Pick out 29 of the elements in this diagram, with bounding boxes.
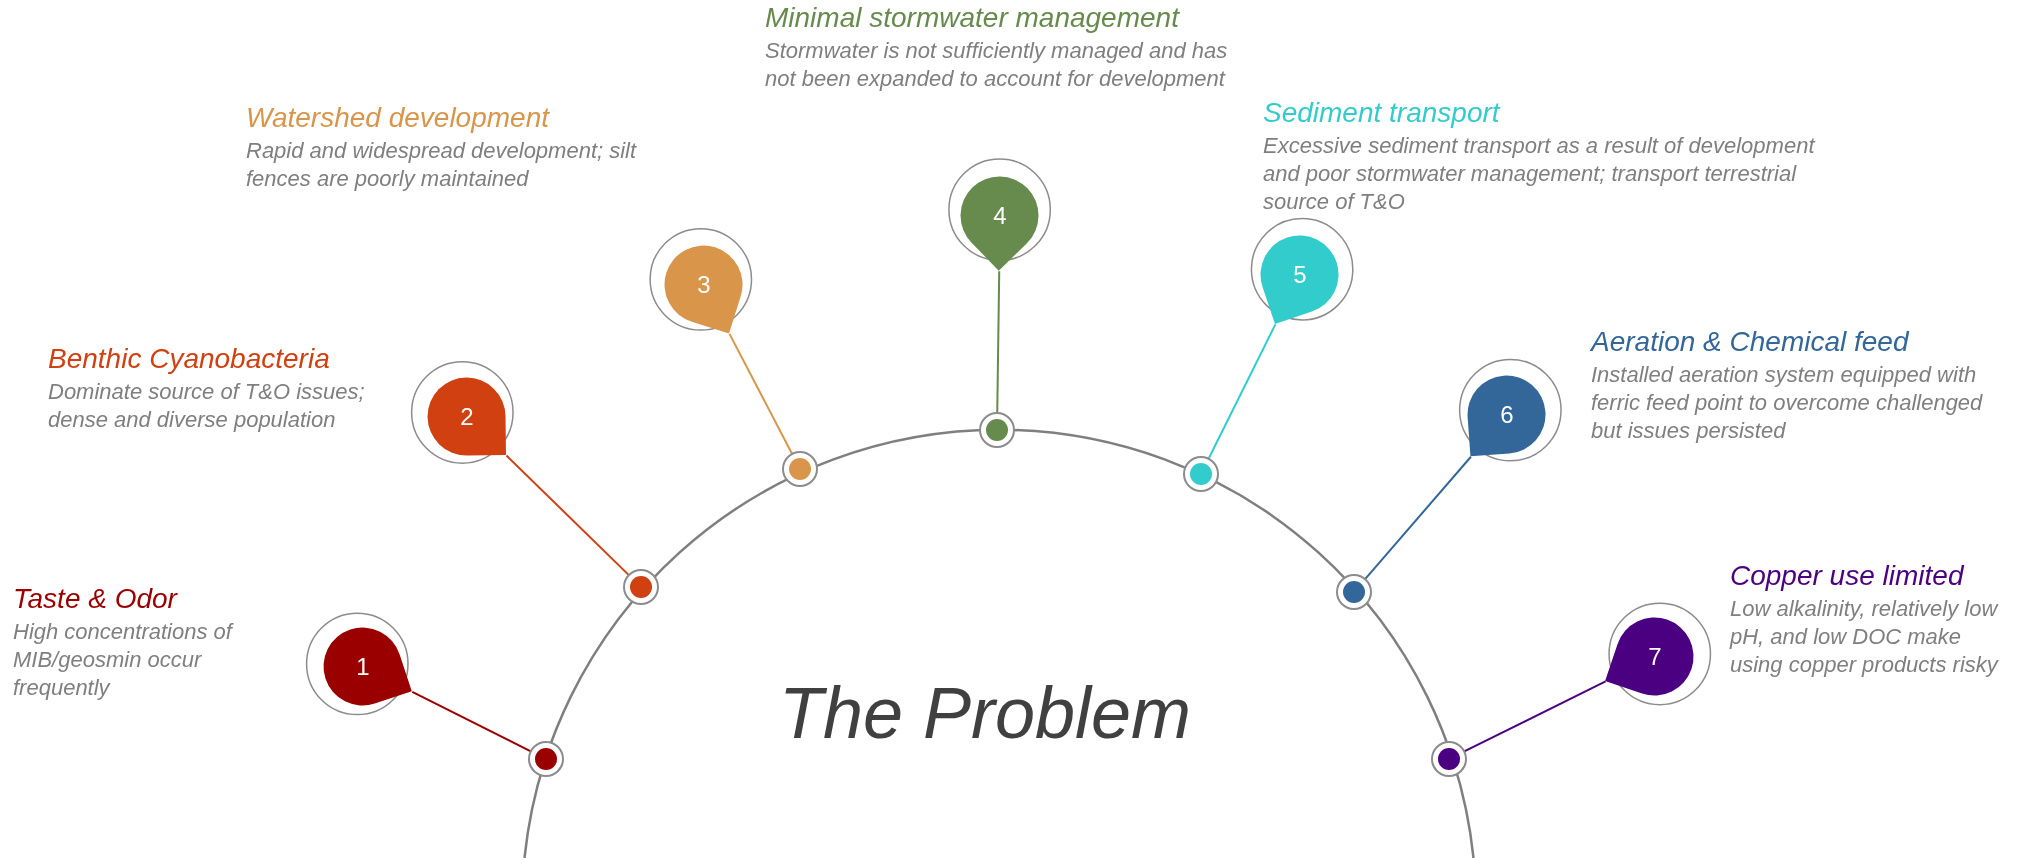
description-text: High concentrations of MIB/geosmin occur frequently	[13, 617, 235, 702]
description-text: Stormwater is not sufficiently managed and has not been expanded to account for development	[765, 36, 1229, 93]
heading-text: Copper use limited	[1730, 559, 1966, 593]
connector-line	[1207, 323, 1277, 460]
description-text: Excessive sediment transport as a result of development and poor stormwater management; transport terrestrial source of T&O	[1263, 131, 1817, 216]
heading-text: Sediment transport	[1263, 96, 1502, 130]
pin-number: 2	[460, 405, 474, 429]
pin-number: 7	[1648, 645, 1662, 669]
description-text: Low alkalinity, relatively low pH, and low DOC make using copper products risky	[1730, 594, 2000, 679]
heading-text: Minimal stormwater management	[765, 1, 1181, 35]
pin-number: 1	[356, 655, 370, 679]
heading-text: Taste & Odor	[13, 582, 179, 616]
description-text: Dominate source of T&O issues; dense and diverse population	[48, 377, 366, 434]
connector-line	[1364, 455, 1472, 581]
title: The Problem	[778, 672, 1192, 754]
pin-number: 5	[1293, 263, 1307, 287]
connector-line	[505, 454, 630, 577]
connector-line	[996, 270, 1001, 414]
connector-line	[411, 690, 532, 753]
pin-number: 3	[697, 273, 711, 297]
connector-line	[728, 332, 794, 455]
heading-text: Benthic Cyanobacteria	[48, 342, 331, 376]
description-text: Installed aeration system equipped with ferric feed point to overcome challenged but issues persisted	[1591, 360, 1984, 445]
heading-text: Watershed development	[246, 101, 551, 135]
heading-text: Aeration & Chemical feed	[1591, 325, 1911, 359]
pin-number: 4	[993, 204, 1007, 228]
description-text: Rapid and widespread development; silt fences are poorly maintained	[246, 136, 638, 193]
connector-line	[1463, 680, 1607, 753]
pin-number: 6	[1500, 403, 1514, 427]
